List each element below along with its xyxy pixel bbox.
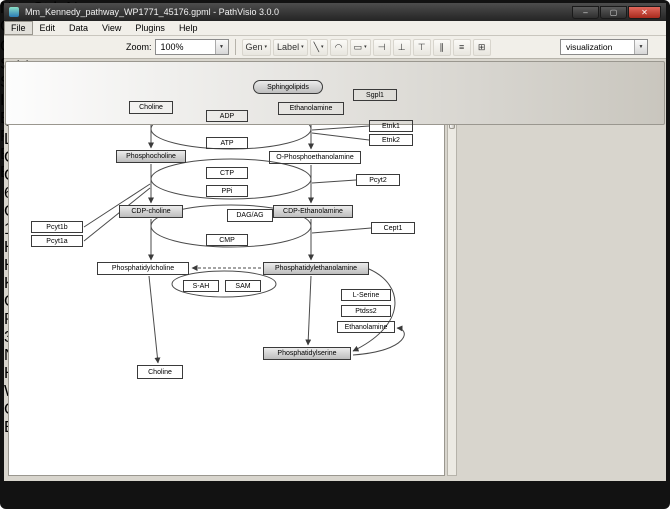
pathway-node-dag[interactable]: DAG/AG [227, 209, 273, 222]
pathway-node-sphingolipids[interactable]: Sphingolipids [253, 80, 323, 94]
caret-down-icon: ▾ [264, 44, 268, 50]
menu-help[interactable]: Help [178, 23, 198, 33]
shape-tool-button[interactable]: ▭▾ [349, 38, 371, 56]
menu-plugins[interactable]: Plugins [135, 23, 165, 33]
label-tool-button[interactable]: Label▾ [273, 38, 308, 56]
pathway-node-pcyt1b[interactable]: Pcyt1b [31, 221, 83, 233]
titlebar: Mm_Kennedy_pathway_WP1771_45176.gpml - P… [4, 3, 666, 21]
maximize-button[interactable]: ▢ [600, 5, 627, 19]
pathway-node-sah[interactable]: S-AH [183, 280, 219, 292]
shape-tool-button-glyph: ▭ [353, 41, 363, 52]
datanode-tool-button-glyph: Gen [245, 42, 263, 52]
chevron-down-icon[interactable]: ▼ [214, 40, 228, 54]
minimize-button[interactable]: – [572, 5, 599, 19]
pathway-node-ethanolamine-2[interactable]: Ethanolamine [337, 321, 395, 333]
distribute-vertical-button-glyph: ≡ [458, 42, 465, 52]
caret-down-icon: ▾ [321, 44, 324, 50]
line-tool-button-glyph: ╲ [313, 41, 320, 52]
app-icon [9, 7, 19, 17]
menu-view[interactable]: View [102, 23, 122, 33]
arc-tool-button[interactable]: ◠ [329, 38, 348, 56]
toolbar: Zoom: 100% ▼ Gen▾Label▾╲▾◠▭▾⊣⊥⊤∥≡⊞ visua… [4, 36, 666, 59]
align-top-button[interactable]: ⊤ [412, 38, 431, 56]
pathway-node-sam[interactable]: SAM [225, 280, 261, 292]
pathway-node-choline-top[interactable]: Choline [129, 101, 173, 114]
pathway-node-etnk2[interactable]: Etnk2 [369, 134, 413, 146]
pathway-node-cdp-ethanolamine[interactable]: CDP-Ethanolamine [273, 205, 353, 218]
pathway-node-pcyt2[interactable]: Pcyt2 [356, 174, 400, 186]
menubar: File Edit Data View Plugins Help [4, 21, 666, 36]
close-button[interactable]: ✕ [628, 5, 661, 19]
pathway-node-o-phosphoethanolamine[interactable]: O-Phosphoethanolamine [269, 151, 361, 164]
pathway-node-atp[interactable]: ATP [206, 137, 248, 149]
align-left-button-glyph: ⊣ [377, 41, 386, 52]
pathway-node-phosphatidylethanolamine[interactable]: Phosphatidylethanolamine [263, 262, 369, 275]
caret-down-icon: ▾ [364, 44, 367, 50]
align-center-button[interactable]: ⊥ [392, 38, 411, 56]
label-tool-button-glyph: Label [277, 42, 300, 52]
align-left-button[interactable]: ⊣ [372, 38, 391, 56]
zoom-label: Zoom: [126, 42, 152, 52]
window-title: Mm_Kennedy_pathway_WP1771_45176.gpml - P… [25, 7, 279, 17]
pathway-node-phosphatidylcholine[interactable]: Phosphatidylcholine [97, 262, 189, 275]
align-top-button-glyph: ⊤ [417, 41, 426, 52]
scrollbar-thumb[interactable] [5, 61, 665, 125]
distribute-horizontal-button-glyph: ∥ [439, 41, 444, 52]
stack-button-glyph: ⊞ [477, 41, 486, 52]
datanode-tool-button[interactable]: Gen▾ [241, 38, 272, 56]
menu-data[interactable]: Data [69, 23, 89, 33]
pathway-node-cdp-choline[interactable]: CDP-choline [119, 205, 183, 218]
pathway-node-phosphocholine[interactable]: Phosphocholine [116, 150, 186, 163]
toolbar-separator [234, 39, 236, 55]
distribute-vertical-button[interactable]: ≡ [452, 38, 471, 56]
pathway-node-etnk1[interactable]: Etnk1 [369, 120, 413, 132]
arc-tool-button-glyph: ◠ [334, 41, 343, 52]
pathway-node-adp[interactable]: ADP [206, 110, 248, 122]
window-controls: – ▢ ✕ [572, 5, 661, 19]
toolbar-buttons: Gen▾Label▾╲▾◠▭▾⊣⊥⊤∥≡⊞ [241, 38, 491, 56]
pathway-node-cept1[interactable]: Cept1 [371, 222, 415, 234]
caret-down-icon: ▾ [301, 44, 304, 50]
chevron-down-icon[interactable]: ▼ [634, 40, 647, 54]
pathway-node-cmp[interactable]: CMP [206, 234, 248, 246]
zoom-value: 100% [160, 42, 184, 52]
distribute-horizontal-button[interactable]: ∥ [432, 38, 451, 56]
pathway-node-phosphatidylserine[interactable]: Phosphatidylserine [263, 347, 351, 360]
pathway-node-ptdss2[interactable]: Ptdss2 [341, 305, 391, 317]
visualization-combobox[interactable]: visualization ▼ [560, 39, 648, 55]
visualization-value: visualization [566, 42, 613, 52]
zoom-combobox[interactable]: 100% ▼ [154, 39, 229, 55]
pathway-node-ctp[interactable]: CTP [206, 167, 248, 179]
pathway-node-l-serine[interactable]: L-Serine [341, 289, 391, 301]
pathway-node-ethanolamine-top[interactable]: Ethanolamine [278, 102, 344, 115]
menu-edit[interactable]: Edit [39, 23, 56, 33]
align-center-button-glyph: ⊥ [397, 41, 406, 52]
stack-button[interactable]: ⊞ [472, 38, 491, 56]
pathway-node-pcyt1a[interactable]: Pcyt1a [31, 235, 83, 247]
line-tool-button[interactable]: ╲▾ [309, 38, 328, 56]
pathway-node-ppi[interactable]: PPi [206, 185, 248, 197]
pathway-node-choline-selected[interactable]: Choline [137, 365, 183, 379]
menu-file[interactable]: File [4, 21, 33, 35]
pathway-node-sgpl1[interactable]: Sgpl1 [353, 89, 397, 101]
